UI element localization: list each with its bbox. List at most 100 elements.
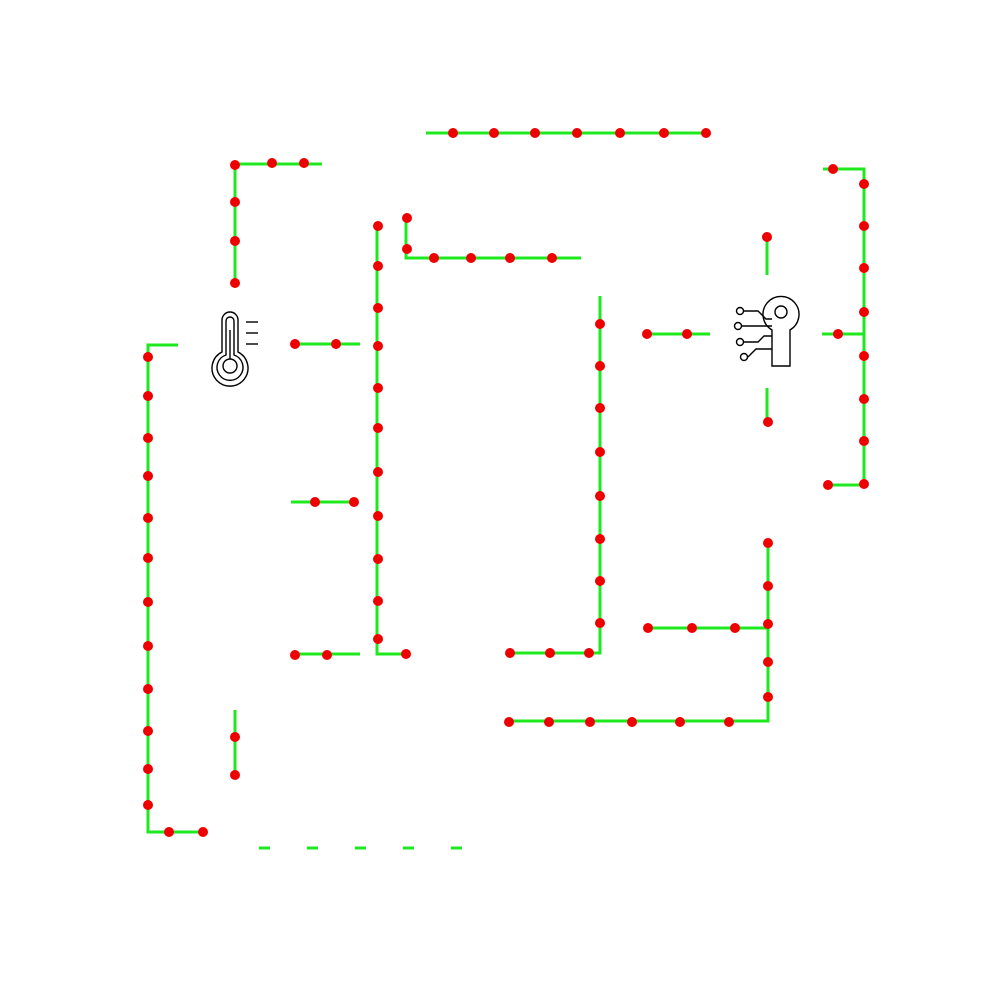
node-dot-76	[859, 436, 869, 446]
wire-segment-16	[507, 543, 770, 723]
node-dot-10	[572, 128, 582, 138]
node-dot-24	[373, 383, 383, 393]
node-dot-26	[373, 467, 383, 477]
node-dot-65	[642, 329, 652, 339]
node-dot-77	[859, 479, 869, 489]
node-dot-16	[429, 253, 439, 263]
node-dot-89	[544, 717, 554, 727]
node-dot-32	[290, 339, 300, 349]
wire-segment-1	[233, 162, 322, 283]
node-dot-17	[466, 253, 476, 263]
thermometer-icon	[211, 311, 258, 387]
circuit-key-icon	[733, 295, 800, 367]
node-dot-92	[675, 717, 685, 727]
node-dot-29	[373, 596, 383, 606]
node-dot-85	[643, 623, 653, 633]
node-dot-44	[143, 597, 153, 607]
node-dot-86	[687, 623, 697, 633]
node-dot-66	[682, 329, 692, 339]
node-dot-59	[595, 534, 605, 544]
node-dot-80	[763, 538, 773, 548]
node-dot-8	[489, 128, 499, 138]
node-dot-4	[230, 197, 240, 207]
node-dot-27	[373, 511, 383, 521]
wire-segment-10	[507, 296, 602, 655]
wire-segment-3	[375, 226, 406, 656]
node-dot-23	[373, 341, 383, 351]
node-dot-69	[828, 164, 838, 174]
node-dot-74	[859, 351, 869, 361]
node-dot-63	[545, 648, 555, 658]
node-dot-82	[763, 619, 773, 629]
node-dot-1	[230, 160, 240, 170]
wire-segments	[146, 131, 866, 850]
node-dot-21	[373, 261, 383, 271]
wire-segment-4	[404, 218, 581, 260]
node-dot-31	[401, 649, 411, 659]
node-dot-70	[859, 179, 869, 189]
node-dot-30	[373, 634, 383, 644]
node-dot-46	[143, 684, 153, 694]
node-dot-28	[373, 554, 383, 564]
node-dot-37	[322, 650, 332, 660]
node-dot-53	[230, 770, 240, 780]
node-dot-18	[505, 253, 515, 263]
node-dot-52	[230, 732, 240, 742]
node-dot-91	[627, 717, 637, 727]
node-dot-75	[859, 394, 869, 404]
node-dot-58	[595, 491, 605, 501]
node-dot-35	[349, 497, 359, 507]
node-dot-20	[373, 221, 383, 231]
node-dot-34	[310, 497, 320, 507]
node-dot-57	[595, 447, 605, 457]
node-dot-48	[143, 764, 153, 774]
node-dot-38	[143, 352, 153, 362]
node-dot-40	[143, 433, 153, 443]
node-dot-22	[373, 303, 383, 313]
node-dot-90	[585, 717, 595, 727]
node-dot-42	[143, 513, 153, 523]
node-dot-62	[584, 648, 594, 658]
node-dot-61	[595, 618, 605, 628]
node-dot-33	[331, 339, 341, 349]
node-dots	[143, 128, 869, 837]
node-dot-19	[547, 253, 557, 263]
node-dot-13	[701, 128, 711, 138]
node-dot-71	[859, 221, 869, 231]
node-dot-43	[143, 553, 153, 563]
node-dot-25	[373, 423, 383, 433]
node-dot-14	[402, 213, 412, 223]
node-dot-15	[402, 244, 412, 254]
node-dot-68	[763, 417, 773, 427]
node-dot-55	[595, 361, 605, 371]
node-dot-54	[595, 319, 605, 329]
node-dot-78	[823, 480, 833, 490]
node-dot-41	[143, 471, 153, 481]
node-dot-11	[615, 128, 625, 138]
node-dot-39	[143, 391, 153, 401]
node-dot-12	[659, 128, 669, 138]
wire-segment-5	[146, 343, 204, 834]
node-dot-73	[859, 307, 869, 317]
node-dot-87	[730, 623, 740, 633]
node-dot-83	[763, 657, 773, 667]
node-dot-49	[143, 800, 153, 810]
node-dot-9	[530, 128, 540, 138]
node-dot-84	[763, 692, 773, 702]
node-dot-67	[762, 232, 772, 242]
node-dot-51	[198, 827, 208, 837]
node-dot-7	[448, 128, 458, 138]
node-dot-45	[143, 641, 153, 651]
node-dot-79	[833, 329, 843, 339]
node-dot-93	[724, 717, 734, 727]
node-dot-3	[299, 158, 309, 168]
node-dot-50	[164, 827, 174, 837]
node-dot-60	[595, 576, 605, 586]
node-dot-56	[595, 403, 605, 413]
node-dot-72	[859, 263, 869, 273]
node-dot-64	[505, 648, 515, 658]
node-dot-36	[290, 650, 300, 660]
node-dot-81	[763, 581, 773, 591]
node-dot-5	[230, 236, 240, 246]
